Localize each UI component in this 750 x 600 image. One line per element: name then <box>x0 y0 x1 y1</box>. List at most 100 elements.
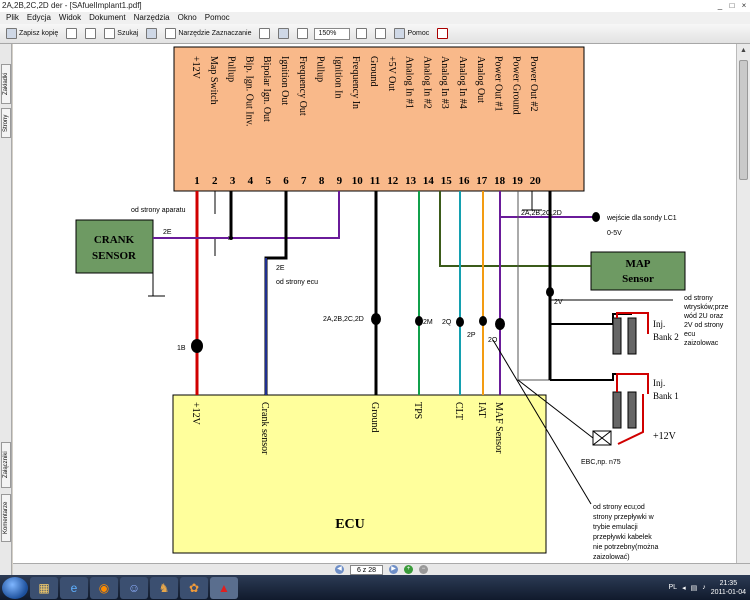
taskbar-ie-icon[interactable]: e <box>60 576 88 599</box>
taskbar-explorer-icon[interactable]: ▦ <box>30 576 58 599</box>
language-indicator[interactable]: PL <box>668 584 678 591</box>
window-title-prefix: 2A,2B,2C,2D <box>2 1 49 10</box>
label-12v-ebc: +12V <box>653 431 677 442</box>
note-0-5v: 0-5V <box>607 230 622 237</box>
search-button[interactable]: Szukaj <box>102 27 140 40</box>
volume-icon[interactable]: ♪ <box>702 584 706 591</box>
scroll-thumb[interactable] <box>739 60 748 180</box>
zoom-out-nav-icon[interactable]: − <box>419 565 429 574</box>
page-layout-button[interactable] <box>373 27 388 40</box>
menu-document[interactable]: Dokument <box>89 13 126 22</box>
pin-label: Analog Out <box>475 56 486 103</box>
injectors-bank2 <box>612 312 649 355</box>
note-line: przepływki kabelek <box>593 534 652 541</box>
note-line: od strony ecu;od <box>593 504 645 511</box>
fit-width-icon <box>297 28 309 39</box>
ecu-pin-label: +12V <box>190 402 201 426</box>
taskbar-app3-icon[interactable]: ✿ <box>180 576 208 599</box>
menu-edit[interactable]: Edycja <box>26 13 51 22</box>
hand-tool-button[interactable] <box>144 27 159 40</box>
select-tool-button[interactable]: Narzędzie Zaznaczanie <box>163 27 253 40</box>
fit-page-button[interactable] <box>276 27 291 40</box>
note-lc1: wejście dla sondy LC1 <box>606 215 677 222</box>
annotation-leader <box>492 339 592 505</box>
zoom-input[interactable]: 150% <box>314 27 351 40</box>
clock[interactable]: 21:35 2011-01-04 <box>711 579 746 597</box>
zoom-in-nav-icon[interactable]: + <box>404 565 414 574</box>
tag-2e-1: 2E <box>163 229 172 236</box>
network-icon[interactable]: ▤ <box>690 584 698 592</box>
scroll-up-icon[interactable]: ▲ <box>740 47 747 54</box>
pin-label: Power Out #1 <box>493 56 504 112</box>
help-button[interactable]: Pomoc <box>392 27 431 40</box>
page-number-input[interactable]: 6 z 28 <box>349 564 384 575</box>
tag-2e-2: 2E <box>276 265 285 272</box>
save-copy-button[interactable]: Zapisz kopię <box>4 27 60 40</box>
page-layout-icon <box>375 28 387 39</box>
pin-label: Power Ground <box>510 56 521 115</box>
zoom-in-button[interactable] <box>257 27 272 40</box>
menu-help[interactable]: Pomoc <box>204 13 230 22</box>
pin-number: 2 <box>212 175 218 187</box>
taskbar-app1-icon[interactable]: ☺ <box>120 576 148 599</box>
menu-window[interactable]: Okno <box>177 13 197 22</box>
close-button[interactable]: × <box>741 1 747 10</box>
pin-label: Analog In #3 <box>439 56 450 109</box>
window-titlebar: 2A,2B,2C,2D der - [SAfuelImplant1.pdf] _… <box>0 0 750 12</box>
pin-number: 4 <box>248 175 254 187</box>
taskbar-app2-icon[interactable]: ♞ <box>150 576 178 599</box>
email-button[interactable] <box>83 27 98 40</box>
tab-bookmarks[interactable]: Zakładki <box>1 64 11 104</box>
map-sensor-label-1: MAP <box>625 258 650 270</box>
pin-label: +12V <box>190 56 201 80</box>
ecu-pin-label: Crank sensor <box>259 402 270 455</box>
maximize-button[interactable]: □ <box>729 1 735 10</box>
minimize-button[interactable]: _ <box>717 1 723 10</box>
ecu-pin-label: TPS <box>412 402 423 419</box>
pin-number: 9 <box>337 175 343 187</box>
tab-pages[interactable]: Strony <box>1 108 11 138</box>
start-button[interactable] <box>2 576 28 599</box>
ecu-pin-label: MAF Sensor <box>493 402 504 454</box>
pin-label: Frequency In <box>350 56 361 109</box>
vertical-scrollbar[interactable]: ▲ <box>736 44 750 563</box>
pin-label: Pullup <box>226 56 237 82</box>
print-button[interactable] <box>64 27 79 40</box>
zoom-icon <box>259 28 271 39</box>
pin-number: 14 <box>423 175 435 187</box>
pin-label: Ignition Out <box>279 56 290 105</box>
prev-page-icon[interactable]: ◀ <box>334 565 344 574</box>
pin-label: Power Out #2 <box>528 56 539 112</box>
tray-arrow-icon[interactable]: ◂ <box>682 584 686 592</box>
tab-attachments[interactable]: Załączniki <box>1 442 11 488</box>
pin-label: Analog In #4 <box>457 56 468 109</box>
note-ebc: EBC,np. n75 <box>581 459 621 466</box>
injectors-bank1 <box>612 373 649 429</box>
taskbar-media-icon[interactable]: ◉ <box>90 576 118 599</box>
note-od-ecu: od strony ecu <box>276 279 318 286</box>
menu-view[interactable]: Widok <box>58 13 82 22</box>
pin-number: 16 <box>459 175 471 187</box>
wire-ebc-12v <box>617 394 644 445</box>
save-icon <box>6 28 17 39</box>
tag-2abcd-top: 2A,2B,2C,2D <box>521 210 562 217</box>
window-controls: _ □ × <box>714 0 750 12</box>
ecu-title: ECU <box>335 517 365 532</box>
search-icon <box>104 28 116 39</box>
navigation-sidebar: Zakładki Strony Załączniki Komentarze <box>0 44 12 575</box>
pin-number: 8 <box>319 175 325 187</box>
zoom-plus-button[interactable] <box>354 27 369 40</box>
tag-2m: 2M <box>423 319 433 326</box>
menu-file[interactable]: Plik <box>6 13 19 22</box>
plus-icon <box>356 28 368 39</box>
fit-width-button[interactable] <box>295 27 310 40</box>
taskbar-acrobat-icon[interactable]: ▲ <box>210 576 238 599</box>
next-page-icon[interactable]: ▶ <box>389 565 399 574</box>
yahoo-icon <box>437 28 449 39</box>
connector-block <box>173 46 585 192</box>
note-od-aparatu: od strony aparatu <box>131 207 186 214</box>
tab-comments[interactable]: Komentarze <box>1 494 11 542</box>
menu-tools[interactable]: Narzędzia <box>133 13 170 22</box>
yahoo-button[interactable] <box>435 27 450 40</box>
